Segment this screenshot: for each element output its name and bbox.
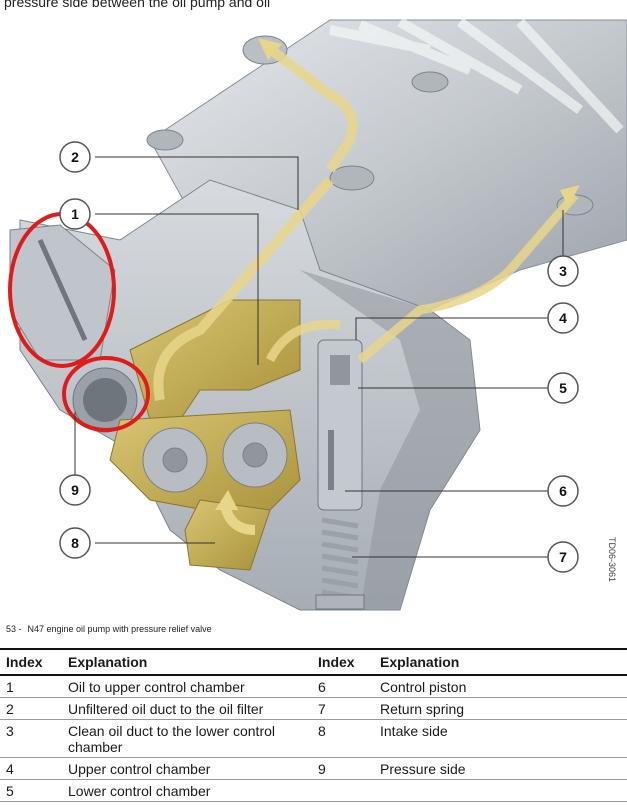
- table-row: 2 Unfiltered oil duct to the oil filter …: [0, 697, 627, 720]
- row-index: 3: [0, 719, 62, 758]
- flow-arrow-3: [357, 192, 579, 364]
- header-index-1: Index: [0, 648, 62, 676]
- callout-7-label: 7: [559, 549, 567, 565]
- upper-housing-ribs: [329, 17, 624, 134]
- row-explanation: Unfiltered oil duct to the oil filter: [62, 697, 312, 720]
- bolt-hole-left: [146, 129, 184, 151]
- bolt-hole-right-top: [411, 71, 449, 93]
- figure-caption: 53 - N47 engine oil pump with pressure re…: [6, 624, 212, 634]
- flow-arrow-4: [265, 319, 341, 363]
- callout-1-label: 1: [71, 206, 79, 222]
- table-row: 5 Lower control chamber: [0, 779, 627, 802]
- table-row: 4 Upper control chamber 9 Pressure side: [0, 757, 627, 780]
- highlight-circle-port: [62, 356, 150, 432]
- row-index: [312, 779, 374, 802]
- callout-3-label: 3: [559, 263, 567, 279]
- callout-4: 4: [547, 302, 579, 334]
- row-index: 8: [312, 719, 374, 758]
- header-explanation-2: Explanation: [374, 648, 627, 676]
- table-header-row: Index Explanation Index Explanation: [0, 648, 627, 676]
- row-index: 4: [0, 757, 62, 780]
- row-index: 9: [312, 757, 374, 780]
- callout-1: 1: [59, 198, 91, 230]
- callout-6-label: 6: [559, 483, 567, 499]
- header-explanation-1: Explanation: [62, 648, 312, 676]
- table-row: 1 Oil to upper control chamber 6 Control…: [0, 675, 627, 698]
- row-index: 7: [312, 697, 374, 720]
- row-explanation: [374, 779, 627, 802]
- callout-5-label: 5: [559, 380, 567, 396]
- gear-left: [142, 427, 208, 493]
- bolt-hole-mid: [329, 165, 375, 191]
- header-index-2: Index: [312, 648, 374, 676]
- row-index: 2: [0, 697, 62, 720]
- callout-9: 9: [59, 474, 91, 506]
- callout-2-label: 2: [71, 149, 79, 165]
- callout-7: 7: [547, 541, 579, 573]
- callout-8: 8: [59, 527, 91, 559]
- oil-pump-illustration: 2 1 3 4 5 6 7 8 9: [0, 10, 627, 620]
- callout-4-label: 4: [559, 310, 567, 326]
- caption-text: N47 engine oil pump with pressure relief…: [27, 624, 212, 634]
- row-explanation: Control piston: [374, 675, 627, 698]
- callout-9-label: 9: [71, 482, 79, 498]
- body-shadow: [300, 270, 480, 610]
- gear-right: [222, 422, 288, 488]
- callout-6: 6: [547, 475, 579, 507]
- callout-2: 2: [59, 141, 91, 173]
- row-explanation: Return spring: [374, 697, 627, 720]
- oil-pump-drawing: 2 1 3 4 5 6 7 8 9: [8, 17, 627, 611]
- page-header-fragment: pressure side between the oil pump and o…: [4, 0, 271, 10]
- intake-channel: [184, 499, 271, 571]
- table-row: 3 Clean oil duct to the lower control ch…: [0, 719, 627, 758]
- figure-code: TD06-3061: [607, 536, 617, 582]
- row-explanation: Upper control chamber: [62, 757, 312, 780]
- row-index: 5: [0, 779, 62, 802]
- leader-lines: [74, 156, 564, 558]
- flow-arrow-2: [261, 41, 358, 173]
- callout-3: 3: [547, 255, 579, 287]
- row-explanation: Clean oil duct to the lower control cham…: [62, 719, 312, 758]
- return-spring: [321, 517, 359, 601]
- callout-8-label: 8: [71, 535, 79, 551]
- row-index: 6: [312, 675, 374, 698]
- row-explanation: Oil to upper control chamber: [62, 675, 312, 698]
- row-index: 1: [0, 675, 62, 698]
- callout-5: 5: [547, 372, 579, 404]
- row-explanation: Pressure side: [374, 757, 627, 780]
- caption-number: 53 -: [6, 624, 22, 634]
- flow-arrow-1: [153, 176, 334, 401]
- row-explanation: Lower control chamber: [62, 779, 312, 802]
- row-explanation: Intake side: [374, 719, 627, 758]
- index-table: Index Explanation Index Explanation 1 Oi…: [0, 648, 627, 802]
